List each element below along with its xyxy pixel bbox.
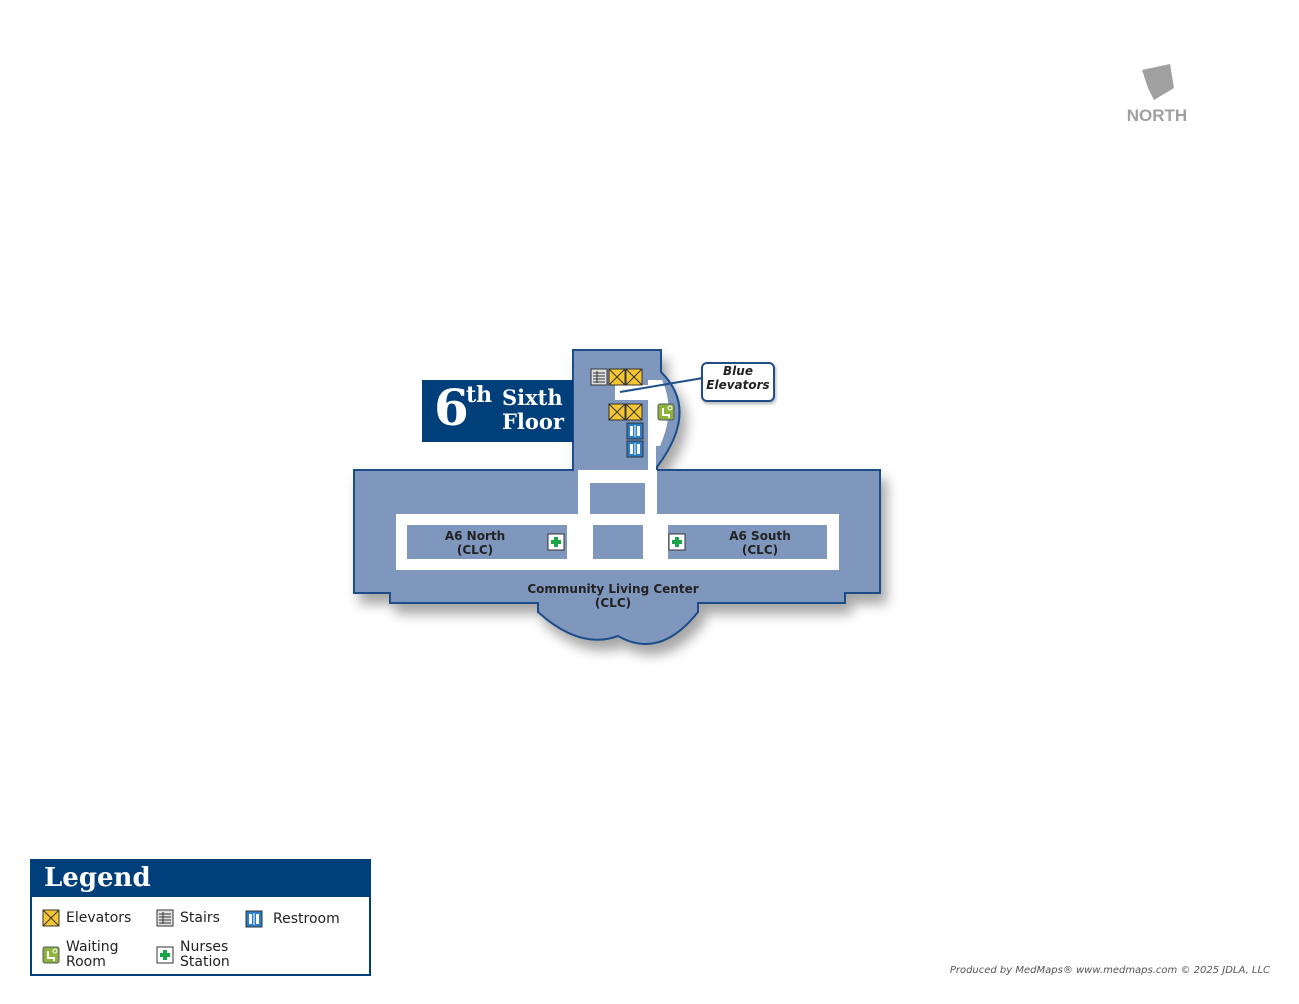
legend-title: Legend — [32, 861, 369, 897]
nurses-station-icon — [667, 532, 687, 552]
area-a6-north: A6 North(CLC) — [425, 529, 525, 557]
restroom-icon — [626, 422, 644, 440]
legend-label-line1: Waiting — [66, 939, 119, 955]
north-label: NORTH — [1126, 106, 1188, 125]
rooms — [407, 483, 827, 559]
legend-label: Stairs — [180, 909, 220, 926]
elevator-icon — [608, 368, 626, 386]
legend-item-stairs: Stairs — [156, 909, 220, 927]
blue-elevators-callout: Blue Elevators — [701, 362, 775, 402]
legend-item-elevators: Elevators — [42, 909, 131, 927]
nurses-station-icon — [156, 946, 174, 964]
legend-label: Elevators — [66, 909, 132, 926]
legend-item-restroom: Restroom — [245, 910, 340, 928]
north-arrow-icon — [1142, 64, 1174, 100]
restroom-icon — [626, 440, 644, 458]
callout-pointer — [619, 377, 704, 393]
area-sub: (CLC) — [594, 596, 632, 610]
stairs-icon — [590, 368, 608, 386]
callout-line1: Blue — [723, 364, 753, 378]
legend-label: Restroom — [273, 910, 340, 927]
elevator-icon — [608, 403, 626, 421]
floor-number: 6 — [434, 378, 469, 437]
nurses-station-icon — [546, 532, 566, 552]
area-sub: (CLC) — [741, 543, 779, 557]
area-sub: (CLC) — [456, 543, 494, 557]
legend: Legend Elevators Stairs Restroom Waiting… — [30, 859, 371, 976]
area-name: A6 South — [729, 529, 791, 543]
area-name: Community Living Center — [527, 582, 699, 596]
elevator-icon — [625, 403, 643, 421]
floor-suffix: th — [466, 382, 493, 408]
floor-name-line1: Sixth — [502, 385, 563, 410]
area-community-living-center: Community Living Center(CLC) — [513, 582, 713, 610]
callout-line2: Elevators — [706, 378, 770, 392]
area-a6-south: A6 South(CLC) — [710, 529, 810, 557]
elevator-icon — [42, 909, 60, 927]
room-center — [593, 525, 643, 559]
waiting-room-icon — [657, 403, 675, 421]
room-a6-north — [407, 525, 567, 559]
footer-credit: Produced by MedMaps® www.medmaps.com © 2… — [949, 965, 1270, 976]
legend-label-line1: Nurses — [180, 939, 229, 955]
area-name: A6 North — [444, 529, 506, 543]
waiting-room-icon — [42, 946, 60, 964]
elevator-icon — [625, 368, 643, 386]
legend-label-line2: Room — [66, 954, 106, 970]
floor-name-line2: Floor — [502, 409, 564, 434]
restroom-icon — [245, 910, 263, 928]
room-a6-south — [668, 525, 827, 559]
legend-label-line2: Station — [180, 954, 230, 970]
stairs-icon — [156, 909, 174, 927]
